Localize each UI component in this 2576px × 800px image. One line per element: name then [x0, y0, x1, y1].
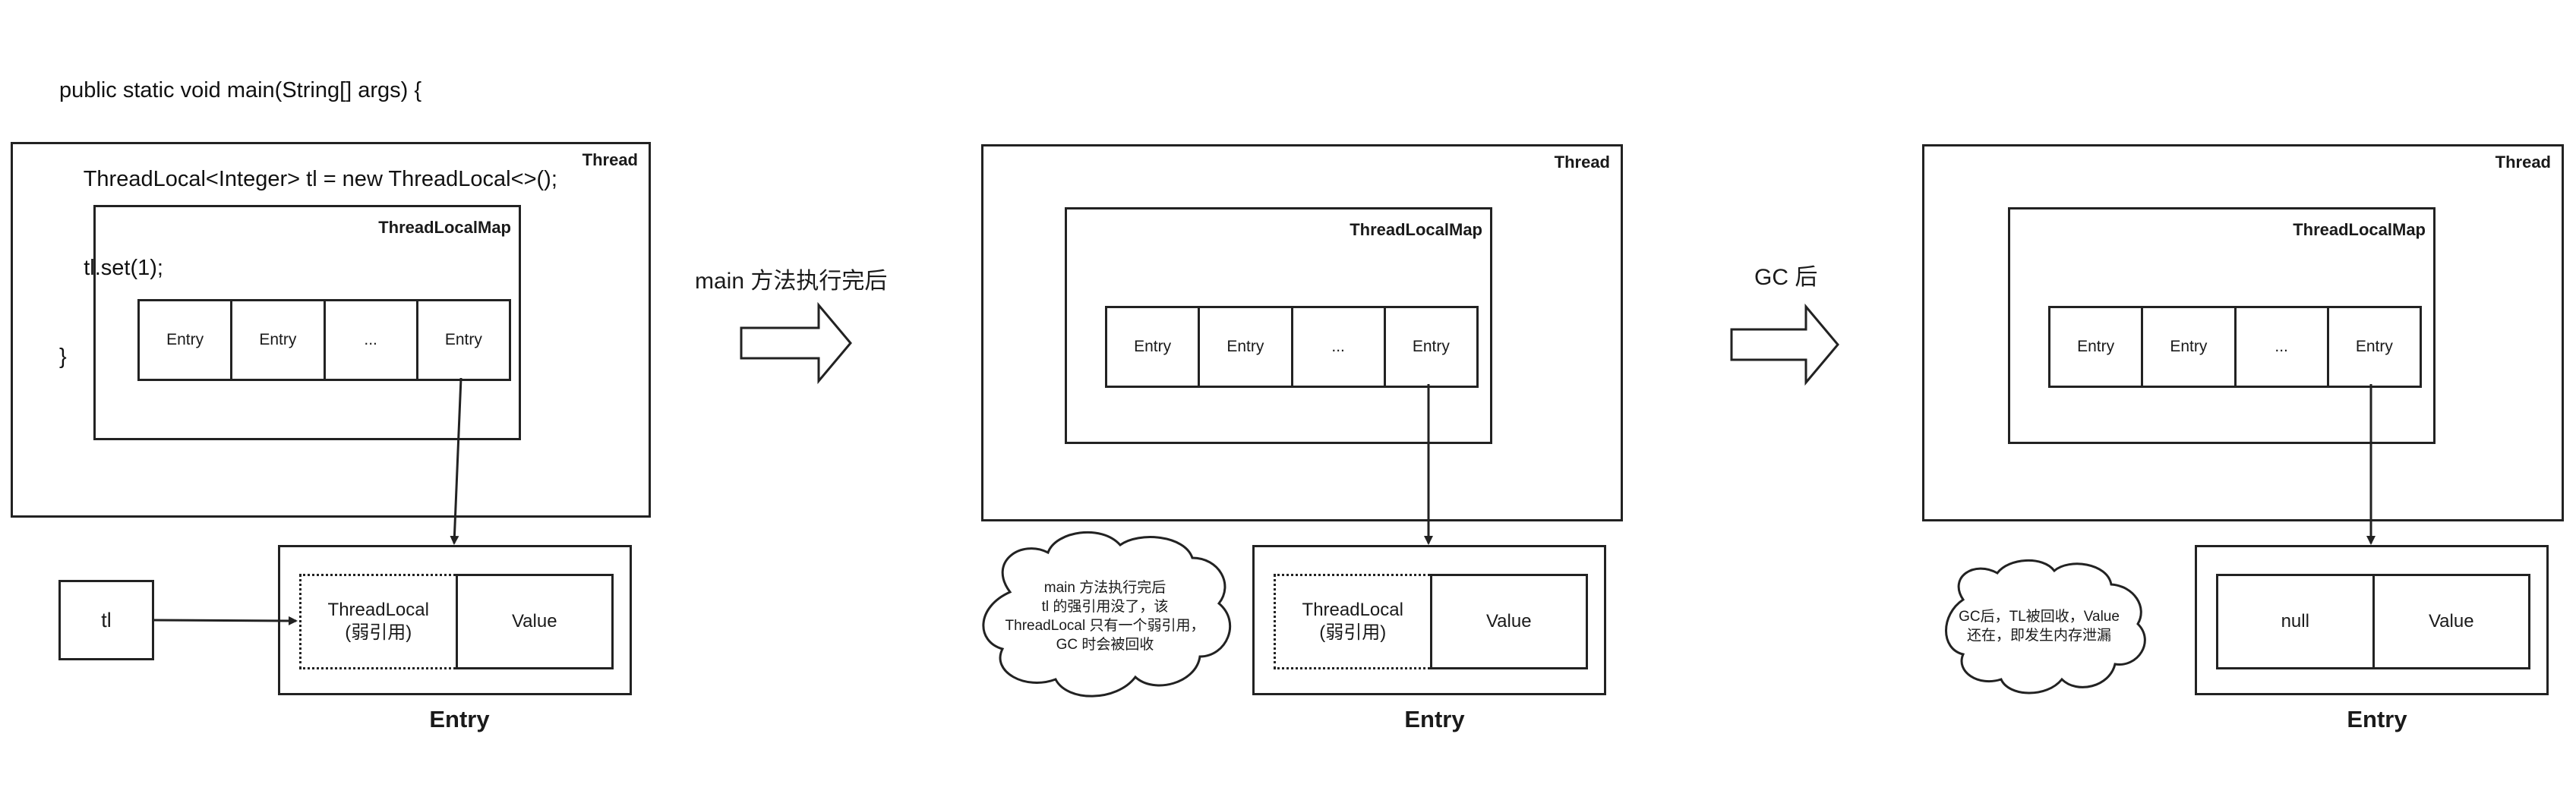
entry-value: Value [455, 574, 614, 669]
threadlocalmap-label: ThreadLocalMap [2293, 220, 2426, 239]
entry-cell: Entry [2355, 338, 2393, 355]
threadlocalmap-box-2: ThreadLocalMap Entry Entry ... Entry [1065, 207, 1492, 444]
threadlocalmap-label: ThreadLocalMap [378, 218, 511, 237]
block-arrow-right [740, 301, 852, 385]
thread-label: Thread [1554, 153, 1610, 172]
threadlocal-text: ThreadLocal [1302, 600, 1403, 620]
entry-cell: Entry [1107, 308, 1201, 386]
tl-label: tl [101, 608, 112, 631]
note-line: GC后，TL被回收，Value [1959, 609, 2120, 625]
entry-cell: Entry [2050, 308, 2144, 386]
entry-caption: Entry [2347, 706, 2407, 732]
entry-cell: Entry [444, 331, 482, 348]
entry-array-1: Entry Entry ... Entry [137, 299, 511, 381]
entry-detail-1: ThreadLocal(弱引用) Value [278, 545, 632, 695]
entry-caption: Entry [1404, 706, 1465, 732]
entry-cell: Entry [232, 301, 326, 379]
step-label: main 方法执行完后 [695, 269, 888, 294]
ellipsis-cell: ... [1293, 308, 1386, 386]
code-line: public static void main(String[] args) { [59, 78, 422, 102]
entry-value: Value [1429, 574, 1588, 669]
entry-detail-3: null Value [2195, 545, 2549, 695]
entry-cell: Entry [140, 301, 233, 379]
note-line: ThreadLocal 只有一个弱引用， [1005, 618, 1205, 634]
weak-ref-text: (弱引用) [1319, 622, 1387, 643]
entry-detail-2: ThreadLocal(弱引用) Value [1252, 545, 1606, 695]
tl-strong-ref-arrow [153, 616, 298, 625]
code-snippet: public static void main(String[] args) {… [59, 17, 557, 402]
thread-label: Thread [2495, 153, 2551, 172]
ellipsis-cell: ... [326, 301, 418, 379]
entry-key-threadlocal: ThreadLocal(弱引用) [299, 574, 456, 669]
entry-caption: Entry [429, 706, 490, 732]
cloud-note-2: GC后，TL被回收，Value 还在，即发生内存泄漏 [1937, 607, 2142, 645]
thread-box-2: Thread ThreadLocalMap Entry Entry ... En… [981, 144, 1623, 521]
thread-label: Thread [582, 150, 638, 169]
note-line: main 方法执行完后 [1043, 580, 1166, 596]
weak-ref-text: (弱引用) [345, 622, 412, 643]
entry-value: Value [2372, 574, 2530, 669]
entry-cell: Entry [2143, 308, 2237, 386]
entry-key-null: null [2216, 574, 2372, 669]
entry-array-2: Entry Entry ... Entry [1105, 306, 1479, 388]
code-line: ThreadLocal<Integer> tl = new ThreadLoca… [59, 167, 557, 191]
code-line: tl.set(1); [59, 256, 163, 280]
note-line: 还在，即发生内存泄漏 [1966, 628, 2111, 644]
code-line: } [59, 345, 67, 369]
entry-cell: Entry [1412, 338, 1450, 355]
threadlocalmap-box-1: ThreadLocalMap Entry Entry ... Entry [93, 205, 521, 440]
note-line: tl 的强引用没了，该 [1041, 599, 1169, 615]
threadlocalmap-label: ThreadLocalMap [1350, 220, 1482, 239]
threadlocal-text: ThreadLocal [327, 600, 429, 620]
ellipsis-cell: ... [2237, 308, 2329, 386]
thread-box-1: Thread ThreadLocalMap Entry Entry ... En… [11, 142, 651, 518]
entry-key-threadlocal: ThreadLocal(弱引用) [1274, 574, 1430, 669]
entry-cell: Entry [1200, 308, 1293, 386]
step-label: GC 后 [1754, 265, 1818, 290]
cloud-note-1: main 方法执行完后 tl 的强引用没了，该 ThreadLocal 只有一个… [980, 578, 1230, 654]
thread-box-3: Thread ThreadLocalMap Entry Entry ... En… [1922, 144, 2564, 521]
threadlocalmap-box-3: ThreadLocalMap Entry Entry ... Entry [2008, 207, 2436, 444]
note-line: GC 时会被回收 [1056, 637, 1154, 653]
block-arrow-right [1730, 303, 1839, 386]
entry-array-3: Entry Entry ... Entry [2048, 306, 2422, 388]
tl-variable-box: tl [58, 580, 154, 660]
